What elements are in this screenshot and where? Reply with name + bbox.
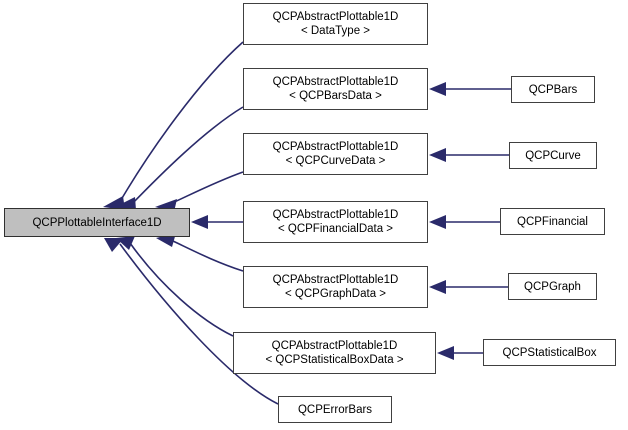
node-label-line2: < QCPBarsData > bbox=[289, 90, 382, 102]
node-label-line1: QCPAbstractPlottable1D bbox=[272, 11, 399, 23]
arrowhead-qcpcurve-target bbox=[429, 148, 446, 162]
arrowhead-qcperrorbars bbox=[104, 238, 124, 252]
node-label-line1: QCPGraph bbox=[524, 280, 581, 293]
node-qcpgraph[interactable]: QCPGraph bbox=[508, 273, 597, 300]
node-label-line2: < QCPCurveData > bbox=[285, 155, 386, 167]
node-qcpstatisticalbox[interactable]: QCPStatisticalBox bbox=[483, 339, 616, 366]
edge-abstract-graphdata bbox=[172, 240, 244, 272]
node-label-line1: QCPCurve bbox=[525, 149, 581, 162]
edge-abstract-curvedata bbox=[169, 171, 244, 205]
node-label-line1: QCPStatisticalBox bbox=[502, 346, 597, 359]
edge-abstract-statisticalboxdata bbox=[129, 242, 234, 337]
node-abstract-curvedata[interactable]: QCPAbstractPlottable1D < QCPCurveData > bbox=[243, 133, 428, 175]
arrowhead-abstract-financialdata bbox=[191, 215, 208, 229]
node-label-line1: QCPAbstractPlottable1D bbox=[271, 340, 398, 352]
node-abstract-barsdata[interactable]: QCPAbstractPlottable1D < QCPBarsData > bbox=[243, 68, 428, 110]
arrowhead-qcpfinancial-target bbox=[429, 215, 446, 229]
node-label-line2: < QCPGraphData > bbox=[285, 288, 386, 300]
edge-abstract-barsdata bbox=[129, 106, 244, 207]
node-abstract-datatype[interactable]: QCPAbstractPlottable1D < DataType > bbox=[243, 3, 428, 45]
node-label-line1: QCPBars bbox=[528, 83, 578, 96]
node-abstract-statisticalboxdata[interactable]: QCPAbstractPlottable1D < QCPStatisticalBo… bbox=[233, 332, 436, 374]
node-label-line1: QCPAbstractPlottable1D bbox=[272, 209, 399, 221]
node-label-line1: QCPAbstractPlottable1D bbox=[272, 141, 399, 153]
node-qcpcurve[interactable]: QCPCurve bbox=[509, 142, 597, 169]
node-label-line1: QCPAbstractPlottable1D bbox=[272, 76, 399, 88]
node-label-line1: QCPFinancial bbox=[517, 215, 588, 228]
node-label-line2: < DataType > bbox=[300, 25, 371, 37]
node-qcperrorbars[interactable]: QCPErrorBars bbox=[278, 396, 392, 423]
arrowhead-qcpstatisticalbox-target bbox=[437, 346, 454, 360]
node-qcpfinancial[interactable]: QCPFinancial bbox=[500, 208, 605, 235]
node-qcpplottableinterface1d[interactable]: QCPPlottableInterface1D bbox=[4, 208, 190, 237]
node-abstract-graphdata[interactable]: QCPAbstractPlottable1D < QCPGraphData > bbox=[243, 266, 428, 308]
node-label-line1: QCPAbstractPlottable1D bbox=[272, 274, 399, 286]
node-abstract-financialdata[interactable]: QCPAbstractPlottable1D < QCPFinancialData… bbox=[243, 201, 428, 243]
node-label-line2: < QCPFinancialData > bbox=[277, 223, 394, 235]
node-label-line1: QCPErrorBars bbox=[297, 403, 373, 416]
arrowhead-abstract-statisticalboxdata bbox=[116, 236, 135, 250]
node-qcpbars[interactable]: QCPBars bbox=[511, 76, 595, 103]
node-label: QCPPlottableInterface1D bbox=[32, 216, 162, 229]
arrowhead-qcpbars-target bbox=[429, 82, 446, 96]
edge-abstract-datatype bbox=[117, 41, 244, 206]
node-label-line2: < QCPStatisticalBoxData > bbox=[265, 354, 404, 366]
arrowhead-qcpgraph-target bbox=[429, 280, 446, 294]
